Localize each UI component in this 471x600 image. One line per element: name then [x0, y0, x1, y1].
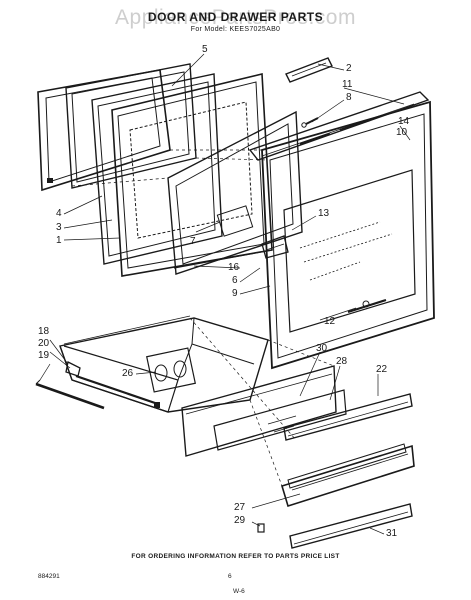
- page-number: 6: [228, 573, 232, 580]
- callout-16: 16: [228, 262, 240, 273]
- door-bottom-trim: [173, 249, 273, 269]
- drawer-clip: [257, 523, 265, 533]
- callout-20: 20: [38, 338, 50, 349]
- door-window-panel: [167, 110, 303, 275]
- door-handle-bracket: [285, 57, 333, 83]
- callout-31: 31: [386, 528, 398, 539]
- callout-4: 4: [56, 208, 62, 219]
- callout-12: 12: [324, 316, 336, 327]
- callout-19: 19: [38, 350, 50, 361]
- diagram-title: DOOR AND DRAWER PARTS: [147, 10, 324, 24]
- door-hinge: [261, 235, 289, 259]
- drawer-top-trim: [283, 393, 413, 441]
- callout-22: 22: [376, 364, 388, 375]
- drawer-bottom-trim: [289, 503, 413, 549]
- callout-13: 13: [318, 208, 330, 219]
- callout-9: 9: [232, 288, 238, 299]
- callout-14: 14: [398, 116, 410, 127]
- callout-1: 1: [56, 235, 62, 246]
- callout-6: 6: [232, 275, 238, 286]
- callout-11: 11: [342, 79, 353, 90]
- callout-29: 29: [234, 515, 246, 526]
- ordering-info-footer: FOR ORDERING INFORMATION REFER TO PARTS …: [131, 553, 340, 560]
- drawer-dashed-lines: [189, 317, 335, 487]
- signature-mark: W-6: [233, 588, 245, 595]
- callout-27: 27: [234, 502, 246, 513]
- oven-outer-door: [261, 100, 435, 370]
- door-leader-lines: [71, 149, 269, 187]
- watermark: AppliancePartsPros.com: [115, 6, 356, 29]
- callout-10: 10: [396, 127, 408, 138]
- door-top-trim: [248, 91, 430, 161]
- drawer-glass: [213, 389, 347, 451]
- callout-7: 7: [190, 236, 196, 247]
- drawer-callout-lines: [39, 339, 385, 535]
- drawer-glide-rod: [35, 379, 105, 410]
- callout-3: 3: [56, 222, 62, 233]
- door-glass-frame: [91, 73, 223, 265]
- callout-26: 26: [122, 368, 134, 379]
- drawer-rail: [75, 374, 160, 408]
- callout-30: 30: [316, 343, 328, 354]
- callout-2: 2: [346, 63, 352, 74]
- door-callout-lines: [63, 53, 411, 321]
- callout-28: 28: [336, 356, 348, 367]
- drawer-box: [59, 315, 269, 413]
- callout-8: 8: [346, 92, 352, 103]
- drawer-front-panel: [281, 443, 415, 508]
- callout-5: 5: [202, 44, 208, 55]
- model-number: For Model: KEES7025AB0: [190, 26, 281, 33]
- drawer-inner-panel: [181, 365, 337, 457]
- callout-18: 18: [38, 326, 50, 337]
- drawing-code: 884291: [38, 573, 60, 580]
